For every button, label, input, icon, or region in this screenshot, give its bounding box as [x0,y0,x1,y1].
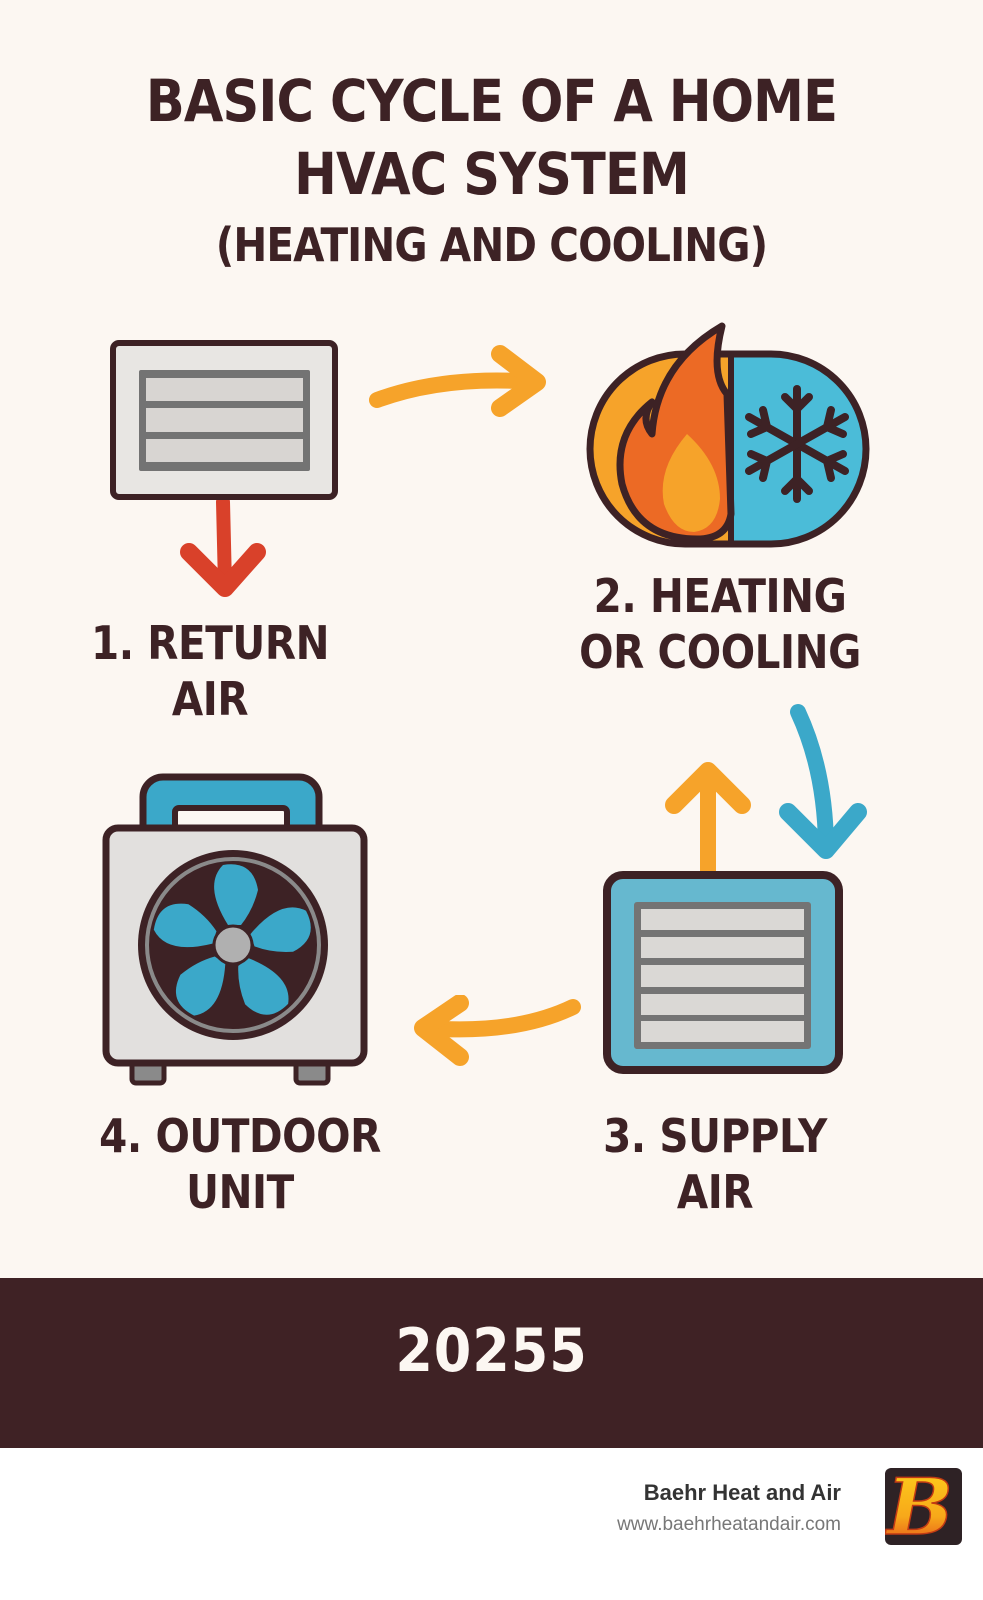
title-line-2: HVAC SYSTEM [294,140,690,208]
brand-name: Baehr Heat and Air [643,1480,841,1505]
footer-band: 20255 [0,1278,983,1448]
supply-air-vent-icon [603,871,843,1074]
step-4-line-2: UNIT [186,1165,294,1219]
brand-url[interactable]: www.baehrheatandair.com [617,1514,841,1535]
curved-down-arrow-icon [779,704,867,859]
step-1-line-1: 1. RETURN [90,616,330,670]
title-line-1: BASIC CYCLE OF A HOME [145,67,838,135]
svg-text:B: B [885,1468,953,1545]
left-arrow-icon [414,995,581,1066]
step-2-line-1: 2. HEATING [593,569,847,623]
step-3-line-2: AIR [676,1165,754,1219]
footer-code: 20255 [395,1316,588,1386]
brand-bar: Baehr Heat and Air www.baehrheatandair.c… [0,1448,983,1600]
return-air-vent-icon [110,340,338,500]
step-2-label: 2. HEATING OR COOLING [566,568,874,680]
step-3-label: 3. SUPPLY AIR [579,1108,852,1220]
down-arrow-icon [180,500,266,597]
right-arrow-icon [369,345,546,417]
step-4-line-1: 4. OUTDOOR [99,1109,381,1163]
step-1-line-2: AIR [171,672,249,726]
step-1-label: 1. RETURN AIR [78,615,342,727]
flame-snowflake-icon [586,322,870,548]
outdoor-fan-unit-icon [102,773,368,1086]
up-arrow-icon [665,762,751,880]
step-4-label: 4. OUTDOOR UNIT [82,1108,399,1220]
brand-logo-icon: B [885,1468,962,1545]
subtitle: (HEATING AND COOLING) [215,218,768,272]
step-2-line-2: OR COOLING [579,625,861,679]
step-3-line-1: 3. SUPPLY [603,1109,827,1163]
